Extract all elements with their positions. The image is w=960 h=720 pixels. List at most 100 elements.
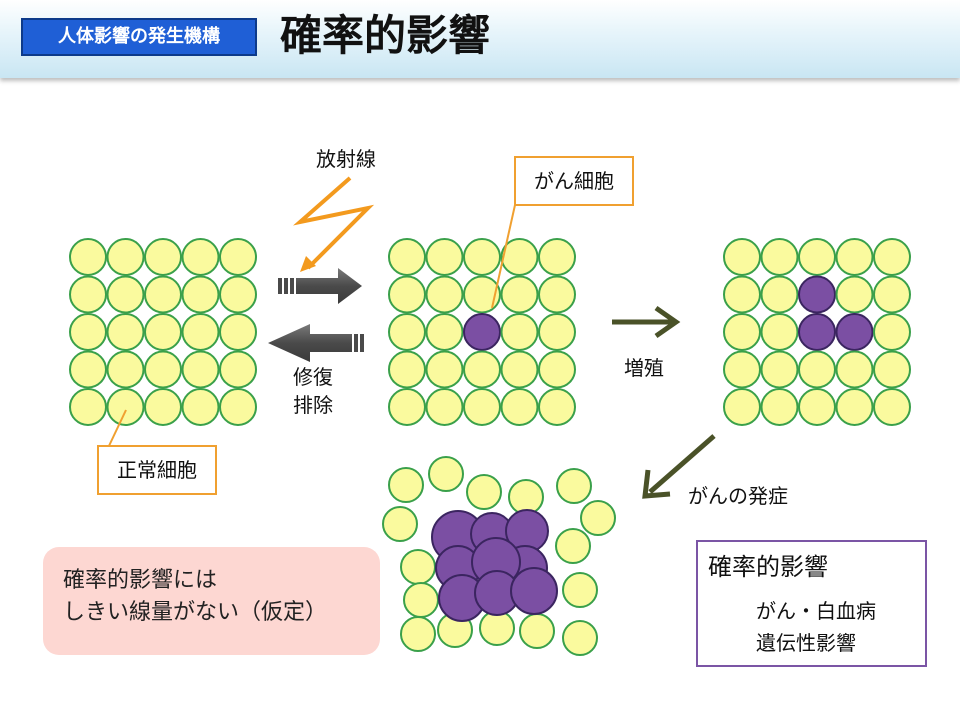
normal-cell bbox=[183, 314, 219, 350]
normal-cell bbox=[874, 352, 910, 388]
repair-label-line1: 修復 bbox=[293, 365, 333, 389]
cancer-onset-label: がんの発症 bbox=[688, 484, 788, 508]
normal-cell bbox=[724, 314, 760, 350]
normal-cell bbox=[480, 611, 514, 645]
normal-cell bbox=[183, 239, 219, 275]
normal-cell bbox=[539, 277, 575, 313]
normal-cell bbox=[389, 314, 425, 350]
proliferation-arrow-icon bbox=[612, 308, 676, 336]
cancer-cell bbox=[464, 314, 500, 350]
normal-cell bbox=[183, 389, 219, 425]
cancer-cell bbox=[799, 277, 835, 313]
normal-cell bbox=[520, 614, 554, 648]
cancer-cell bbox=[799, 314, 835, 350]
normal-cell bbox=[220, 389, 256, 425]
radiation-bolt-icon bbox=[300, 178, 368, 268]
summary-box: 確率的影響 がん・白血病 遺伝性影響 bbox=[696, 540, 927, 667]
normal-cell bbox=[539, 314, 575, 350]
normal-cell bbox=[108, 277, 144, 313]
normal-cell bbox=[427, 352, 463, 388]
normal-cell bbox=[539, 352, 575, 388]
left-arrow-icon bbox=[268, 324, 364, 362]
normal-cell bbox=[502, 352, 538, 388]
normal-cell bbox=[509, 480, 543, 514]
normal-cell bbox=[762, 389, 798, 425]
normal-cell bbox=[183, 277, 219, 313]
cancer-cell-callout: がん細胞 bbox=[514, 156, 634, 206]
cancer-cell-callout-text: がん細胞 bbox=[534, 169, 614, 193]
normal-cell bbox=[404, 583, 438, 617]
cancer-cell bbox=[837, 314, 873, 350]
normal-cell bbox=[427, 277, 463, 313]
normal-cell bbox=[502, 314, 538, 350]
normal-cell bbox=[799, 352, 835, 388]
summary-item-cancer-leukemia: がん・白血病 bbox=[756, 598, 876, 624]
normal-cell bbox=[464, 239, 500, 275]
normal-cell-callout-text: 正常細胞 bbox=[117, 458, 197, 482]
normal-cell bbox=[145, 389, 181, 425]
normal-cell bbox=[389, 352, 425, 388]
normal-cell bbox=[70, 352, 106, 388]
normal-cell bbox=[563, 621, 597, 655]
normal-cell bbox=[108, 239, 144, 275]
radiation-label: 放射線 bbox=[316, 147, 376, 171]
normal-cell bbox=[429, 457, 463, 491]
normal-cell bbox=[464, 352, 500, 388]
normal-cell bbox=[383, 507, 417, 541]
normal-cell bbox=[556, 529, 590, 563]
normal-cell bbox=[220, 239, 256, 275]
normal-cell bbox=[837, 389, 873, 425]
normal-cell bbox=[799, 239, 835, 275]
normal-cell bbox=[837, 277, 873, 313]
normal-cell bbox=[724, 352, 760, 388]
normal-cell bbox=[108, 352, 144, 388]
normal-cell bbox=[389, 277, 425, 313]
repair-label-line2: 排除 bbox=[293, 393, 333, 417]
normal-cell bbox=[389, 239, 425, 275]
normal-cell bbox=[581, 501, 615, 535]
normal-cell bbox=[145, 352, 181, 388]
normal-cell bbox=[557, 469, 591, 503]
normal-cell bbox=[539, 239, 575, 275]
summary-item-hereditary: 遺伝性影響 bbox=[756, 630, 856, 656]
normal-cell bbox=[502, 277, 538, 313]
normal-cell bbox=[837, 352, 873, 388]
normal-cell bbox=[762, 277, 798, 313]
normal-cell bbox=[724, 389, 760, 425]
cancer-cell bbox=[511, 568, 557, 614]
normal-cell bbox=[427, 314, 463, 350]
normal-cell bbox=[874, 239, 910, 275]
normal-cell bbox=[874, 389, 910, 425]
normal-cell bbox=[464, 389, 500, 425]
normal-cell bbox=[762, 314, 798, 350]
normal-cell bbox=[145, 314, 181, 350]
normal-cell bbox=[389, 468, 423, 502]
normal-cell bbox=[799, 389, 835, 425]
threshold-note: 確率的影響には しきい線量がない（仮定） bbox=[43, 547, 380, 655]
normal-cell bbox=[762, 239, 798, 275]
threshold-note-line2: しきい線量がない（仮定） bbox=[63, 597, 380, 629]
normal-cell bbox=[220, 352, 256, 388]
normal-cell bbox=[539, 389, 575, 425]
summary-title: 確率的影響 bbox=[708, 552, 828, 582]
normal-cell bbox=[70, 389, 106, 425]
proliferation-label: 増殖 bbox=[624, 356, 664, 380]
normal-cell bbox=[70, 239, 106, 275]
normal-cell bbox=[874, 277, 910, 313]
normal-cell bbox=[401, 550, 435, 584]
normal-cell bbox=[467, 475, 501, 509]
normal-cell bbox=[108, 314, 144, 350]
right-arrow-icon bbox=[278, 268, 362, 304]
radiation-bolt-tip-icon bbox=[300, 256, 316, 272]
normal-cell bbox=[220, 277, 256, 313]
normal-cell bbox=[874, 314, 910, 350]
proliferating-cell-grid bbox=[724, 239, 910, 425]
normal-cell bbox=[145, 277, 181, 313]
tumor-cluster bbox=[383, 457, 615, 655]
normal-cell bbox=[724, 239, 760, 275]
normal-cell bbox=[183, 352, 219, 388]
threshold-note-line1: 確率的影響には bbox=[63, 565, 380, 597]
normal-cell bbox=[427, 239, 463, 275]
normal-cell bbox=[563, 573, 597, 607]
normal-cell bbox=[724, 277, 760, 313]
